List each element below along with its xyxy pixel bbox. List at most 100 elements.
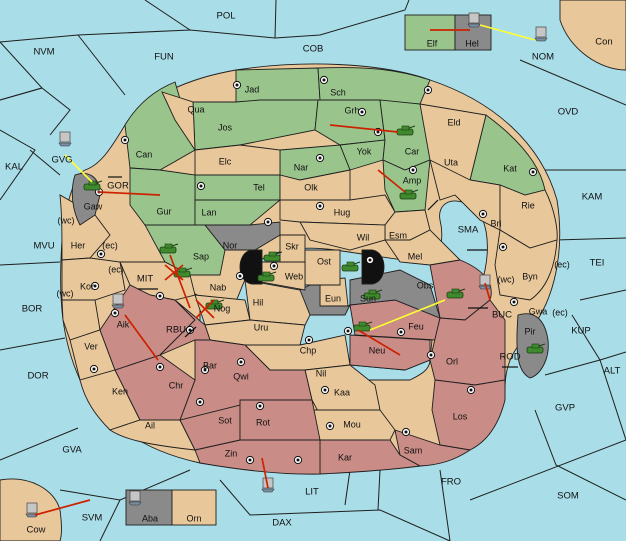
land-label-orn: Orn xyxy=(186,513,201,523)
supply-center-dot xyxy=(203,368,207,372)
army-unit-icon[interactable] xyxy=(83,180,103,191)
land-label-orl: Orl xyxy=(446,356,458,366)
sea-label-gvg: GVG xyxy=(51,155,72,166)
land-label-mou: Mou xyxy=(343,419,361,429)
order-arrow xyxy=(329,124,399,133)
sea-label-gva: GVA xyxy=(62,445,82,456)
order-arrow xyxy=(97,191,161,196)
fleet-unit-icon[interactable] xyxy=(111,293,125,309)
land-label-sot: Sot xyxy=(218,415,232,425)
order-arrow xyxy=(484,282,491,301)
coast-label: (wc) xyxy=(58,215,75,225)
land-label-web: Web xyxy=(285,271,303,281)
fleet-unit-icon[interactable] xyxy=(128,490,142,506)
supply-center-dot xyxy=(235,83,239,87)
land-label-jos: Jos xyxy=(218,122,233,132)
land-label-uru: Uru xyxy=(254,322,269,332)
order-arrow xyxy=(34,499,91,516)
supply-center-dot xyxy=(188,328,192,332)
supply-center-dot xyxy=(158,294,162,298)
land-label-nog: Nog xyxy=(214,303,231,313)
supply-center-dot xyxy=(426,88,430,92)
land-label-gwa: Gwa xyxy=(529,306,548,316)
land-label-amp: Amp xyxy=(403,175,422,185)
order-arrow xyxy=(357,329,401,356)
army-unit-icon[interactable] xyxy=(159,243,179,254)
supply-center-dot xyxy=(323,388,327,392)
supply-center-dot xyxy=(198,400,202,404)
supply-center-dot xyxy=(113,311,117,315)
land-label-kor: Kor xyxy=(80,281,94,291)
land-label-tel: Tel xyxy=(253,182,265,192)
sea-label-buc: BUC xyxy=(492,310,512,321)
army-unit-icon[interactable] xyxy=(446,288,466,299)
army-unit-icon[interactable] xyxy=(263,251,283,262)
land-label-gaw: Gaw xyxy=(84,201,103,211)
sea-label-nom: NOM xyxy=(532,52,554,63)
coast-label: (ec) xyxy=(102,240,118,250)
sea-label-cow: Cow xyxy=(26,525,45,536)
land-label-nar: Nar xyxy=(294,162,309,172)
land-label-aik: Aik xyxy=(117,319,130,329)
fleet-unit-icon[interactable] xyxy=(534,26,548,42)
supply-center-dot xyxy=(272,264,276,268)
orders xyxy=(34,24,536,516)
sea-label-kup: KUP xyxy=(571,326,591,337)
supply-center-dot xyxy=(501,245,505,249)
supply-center-dot xyxy=(481,212,485,216)
sea-label-som: SOM xyxy=(557,491,579,502)
land-label-esm: Esm xyxy=(389,230,407,240)
fleet-unit-icon[interactable] xyxy=(261,477,275,493)
land-label-ken: Ken xyxy=(112,386,128,396)
land-label-eun: Eun xyxy=(325,293,341,303)
land-label-jad: Jad xyxy=(245,84,260,94)
land-label-byn: Byn xyxy=(522,271,538,281)
land-label-rot: Rot xyxy=(256,417,271,427)
supply-center-dot xyxy=(318,156,322,160)
land-label-can: Can xyxy=(136,149,153,159)
land-label-zin: Zin xyxy=(225,448,238,458)
sea-label-dor: DOR xyxy=(27,371,48,382)
land-label-feu: Feu xyxy=(408,321,424,331)
sea-label-rbu: RBU xyxy=(166,325,186,336)
army-unit-icon[interactable] xyxy=(526,343,546,354)
army-unit-icon[interactable] xyxy=(257,271,277,282)
supply-center-dot xyxy=(318,204,322,208)
land-label-hel: Hel xyxy=(465,38,479,48)
sea-label-kam: KAM xyxy=(582,192,603,203)
land-label-hil: Hil xyxy=(253,297,264,307)
sea-label-ovd: OVD xyxy=(558,107,579,118)
land-label-kat: Kat xyxy=(503,163,517,173)
sea-label-mit: MIT xyxy=(137,274,154,285)
army-unit-icon[interactable] xyxy=(399,189,419,200)
army-unit-icon[interactable] xyxy=(363,289,383,300)
fleet-unit-icon[interactable] xyxy=(25,502,39,518)
coast-label: (ec) xyxy=(108,264,124,274)
fleet-unit-icon[interactable] xyxy=(58,131,72,147)
land-label-los: Los xyxy=(453,411,468,421)
land-label-bri: Bri xyxy=(491,218,502,228)
sea-label-lit: LIT xyxy=(305,487,319,498)
fleet-unit-icon[interactable] xyxy=(478,274,492,290)
land-label-rie: Rie xyxy=(521,200,535,210)
land-label-nil: Nil xyxy=(316,368,327,378)
army-unit-icon[interactable] xyxy=(341,261,361,272)
land-label-car: Car xyxy=(405,146,420,156)
land-label-bar: Bar xyxy=(203,360,217,370)
land-label-mel: Mel xyxy=(408,251,423,261)
coast-label: (wc) xyxy=(498,274,515,284)
land-label-her: Her xyxy=(71,240,86,250)
land-label-grh: Grh xyxy=(344,105,359,115)
army-unit-icon[interactable] xyxy=(353,321,373,332)
sea-label-gvp: GVP xyxy=(555,403,575,414)
order-arrow xyxy=(261,457,269,489)
fleet-unit-icon[interactable] xyxy=(467,12,481,28)
order-arrow xyxy=(377,169,406,193)
land-label-hug: Hug xyxy=(334,207,351,217)
land-label-ver: Ver xyxy=(84,341,98,351)
land-label-ost: Ost xyxy=(317,256,332,266)
sea-label-kal: KAL xyxy=(5,162,23,173)
land-label-chp: Chp xyxy=(300,345,317,355)
